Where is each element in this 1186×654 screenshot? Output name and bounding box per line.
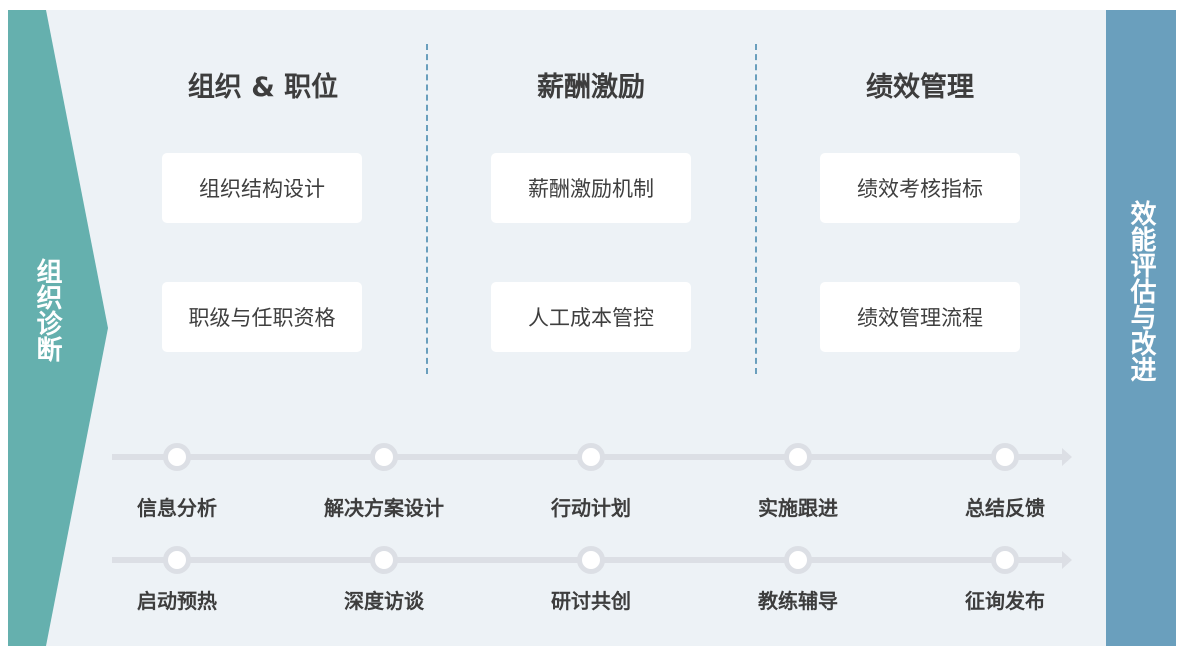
left-label: 组织诊断 [32,258,62,362]
column-title-performance: 绩效管理 [866,72,974,103]
timeline-step: 总结反馈 [965,496,1045,520]
card-org-structure: 组织结构设计 [162,153,362,223]
card-job-grade: 职级与任职资格 [162,282,362,352]
timeline-step: 深度访谈 [344,589,424,613]
card-labor-cost: 人工成本管控 [491,282,691,352]
column-divider [426,44,428,374]
right-bar [1106,10,1176,646]
card-kpi: 绩效考核指标 [820,153,1020,223]
timeline-step: 解决方案设计 [324,496,444,520]
timeline-node [370,546,398,574]
timeline-node [991,546,1019,574]
timeline-step: 启动预热 [137,589,217,613]
timeline-node [163,443,191,471]
column-title-pay: 薪酬激励 [537,72,645,103]
timeline-step: 教练辅导 [758,589,838,613]
card-incentive-mechanism: 薪酬激励机制 [491,153,691,223]
timeline-step: 实施跟进 [758,496,838,520]
timeline-step: 研讨共创 [551,589,631,613]
right-label: 效能评估与改进 [1126,200,1156,382]
timeline-node [163,546,191,574]
timeline-node [577,443,605,471]
timeline-arrowhead [1062,448,1072,466]
timeline-node [370,443,398,471]
timeline-step: 信息分析 [137,496,217,520]
left-arrow-banner [8,10,108,646]
timeline-node [577,546,605,574]
column-title-org: 组织 & 职位 [187,72,339,103]
column-divider [755,44,757,374]
card-performance-process: 绩效管理流程 [820,282,1020,352]
timeline-node [991,443,1019,471]
timeline-node [784,443,812,471]
timeline-step: 行动计划 [551,496,631,520]
timeline-step: 征询发布 [965,589,1045,613]
timeline-node [784,546,812,574]
timeline-arrowhead [1062,551,1072,569]
